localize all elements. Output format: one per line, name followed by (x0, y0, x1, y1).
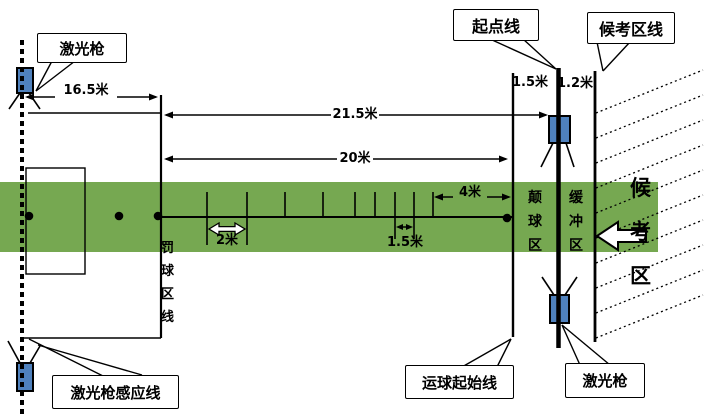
free-throw-key (25, 167, 86, 275)
zone-label-bounce-zone: 颠球区 (528, 190, 542, 254)
zone-label-penalty-area-line: 罚球区线 (160, 241, 174, 325)
callout-laser-gun-top: 激光枪 (37, 33, 127, 63)
callout-laser-sensor-line: 激光枪感应线 (52, 375, 179, 409)
dimension-label-2m: 2米 (215, 233, 239, 248)
zone-label-buffer-zone: 缓冲区 (569, 190, 583, 254)
hatch-lines (595, 69, 704, 339)
zone-label-waiting-zone: 候考区 (630, 176, 651, 288)
dimension-label-21-5m: 21.5米 (331, 107, 379, 122)
pole-ticks (206, 192, 434, 245)
dimension-label-1-5m-poles: 1.5米 (386, 235, 424, 250)
dimension-1-5-arrow (396, 224, 413, 230)
ball-spots (24, 211, 512, 223)
court-boundary (24, 112, 161, 339)
callout-tails (28, 38, 631, 377)
dimension-label-1-5m-gap: 1.5米 (512, 75, 549, 90)
callout-dribble-start-line: 运球起始线 (405, 365, 514, 399)
dimension-20 (164, 155, 508, 163)
callout-waiting-area-line: 候考区线 (587, 12, 675, 44)
dimension-label-1-2m-gap: 1.2米 (557, 76, 594, 91)
callout-start-line: 起点线 (453, 9, 539, 41)
dimension-label-20m: 20米 (337, 152, 373, 166)
callout-laser-gun-bottom: 激光枪 (565, 363, 645, 398)
direction-arrow-left (595, 220, 647, 252)
dimension-label-4m: 4米 (453, 186, 487, 200)
dimension-2-arrow (207, 221, 247, 237)
laser-gun-top-left (8, 67, 41, 110)
dimension-label-16-5m: 16.5米 (55, 84, 117, 98)
